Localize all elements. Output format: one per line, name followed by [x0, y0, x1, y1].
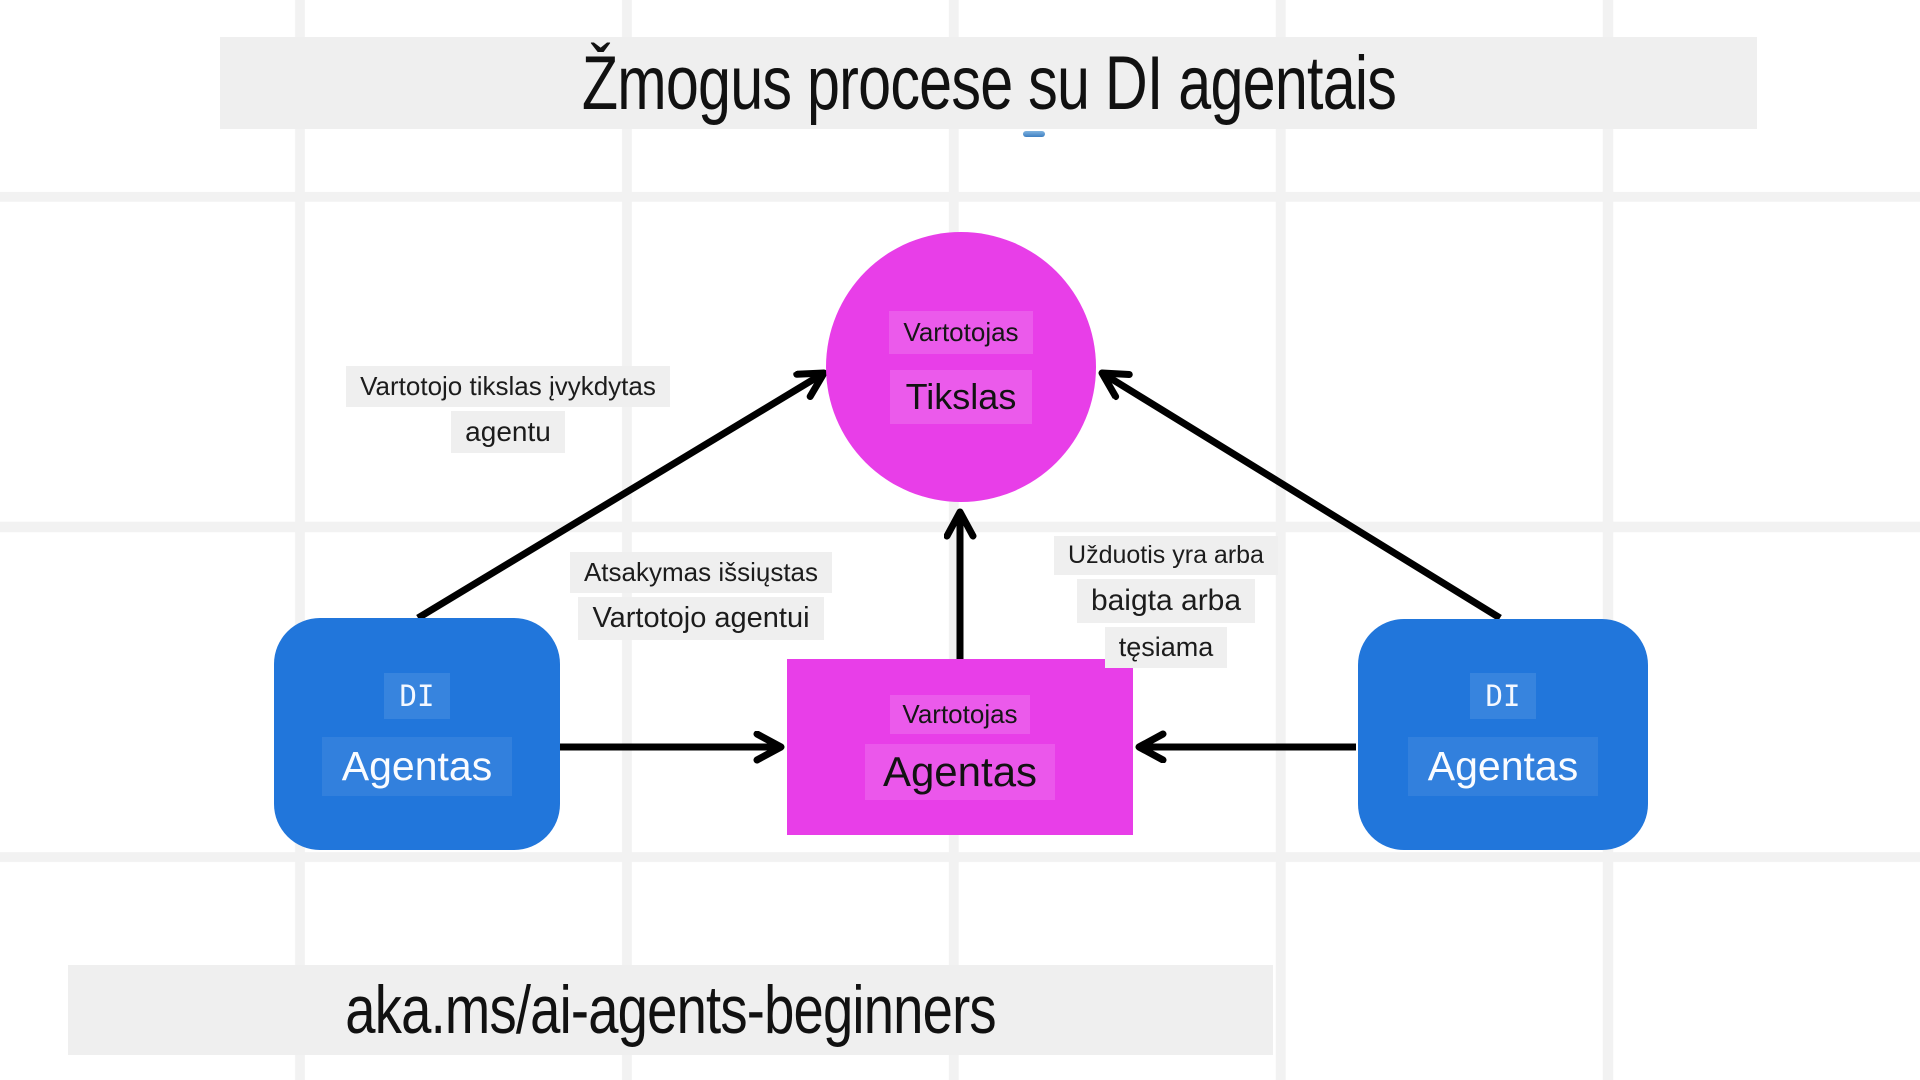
- footer-link-text: aka.ms/ai-agents-beginners: [345, 972, 996, 1048]
- node-ai-agent-right: DI Agentas: [1358, 619, 1648, 850]
- user-goal-title: Tikslas: [889, 369, 1033, 424]
- edge-label-line: Vartotojo agentui: [578, 597, 824, 640]
- edge-label-line: tęsiama: [1104, 627, 1228, 668]
- user-agent-title: Agentas: [864, 743, 1056, 800]
- title-bar: Žmogus procese su DI agentais: [220, 37, 1757, 129]
- ai-agent-left-subtitle: DI: [383, 672, 451, 719]
- footer-bar: aka.ms/ai-agents-beginners: [68, 965, 1273, 1055]
- node-user-goal: Vartotojas Tikslas: [826, 232, 1096, 502]
- edge-label-task-status: Užduotis yra arba baigta arba tęsiama: [1034, 534, 1298, 670]
- accent-dash: [1023, 131, 1045, 137]
- ai-agent-left-title: Agentas: [321, 736, 513, 796]
- edge-label-line: baigta arba: [1076, 579, 1256, 623]
- node-ai-agent-left: DI Agentas: [274, 618, 560, 850]
- edge-label-goal-fulfilled: Vartotojo tikslas įvykdytas agentu: [316, 364, 700, 455]
- edge-label-line: Atsakymas išsiųstas: [569, 552, 833, 593]
- edge-label-response-sent: Atsakymas išsiųstas Vartotojo agentui: [556, 550, 846, 642]
- page-title: Žmogus procese su DI agentais: [581, 40, 1396, 126]
- edge-label-line: agentu: [451, 411, 565, 453]
- node-user-agent: Vartotojas Agentas: [787, 659, 1133, 835]
- ai-agent-right-title: Agentas: [1407, 737, 1599, 796]
- edge-label-line: Vartotojo tikslas įvykdytas: [346, 366, 670, 407]
- user-goal-subtitle: Vartotojas: [889, 310, 1033, 354]
- user-agent-subtitle: Vartotojas: [890, 694, 1030, 734]
- ai-agent-right-subtitle: DI: [1469, 673, 1537, 719]
- edge-label-line: Užduotis yra arba: [1054, 536, 1278, 575]
